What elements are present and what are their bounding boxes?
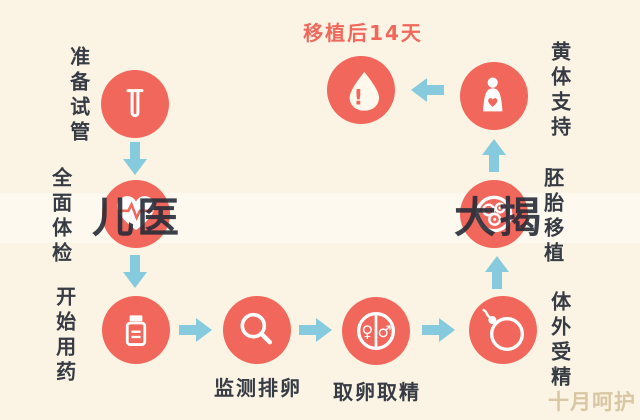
embryo-icon	[475, 195, 513, 233]
step-label-retrieval: 取卵取精	[333, 380, 421, 404]
watermark-fragment-right: 大揭	[454, 193, 545, 242]
step-circle-start-medication	[102, 296, 170, 364]
step-circle-luteal-support	[460, 62, 528, 130]
gender-symbols-icon: ♀ ♂	[357, 312, 395, 350]
heart-ekg-icon	[117, 196, 155, 230]
arrow-left-icon	[410, 77, 444, 103]
medicine-bottle-icon	[125, 315, 147, 346]
step-circle-retrieval: ♀ ♂	[342, 297, 410, 365]
arrow-up-icon	[481, 138, 507, 172]
step-circle-ivf	[469, 296, 537, 364]
watermark-fragment-left: 儿医	[92, 193, 183, 242]
test-tube-icon	[126, 89, 144, 118]
step-label-physical-exam: 全面体检	[48, 167, 73, 267]
step-label-start-medication: 开始用药	[52, 286, 77, 386]
step-circle-monitor-ovulation	[223, 296, 291, 364]
arrow-right-icon	[179, 317, 213, 343]
step-label-embryo-transfer: 胚胎移植	[540, 167, 565, 267]
step-circle-prepare-tube	[101, 70, 169, 138]
step-label-ivf: 体外受精	[547, 291, 572, 391]
step-label-monitor-ovulation: 监测排卵	[214, 376, 302, 400]
arrow-up-icon	[484, 255, 510, 289]
magnifier-icon	[240, 312, 273, 345]
step-circle-embryo-transfer	[460, 180, 528, 248]
watermark-logo: 十月呵护	[548, 390, 636, 414]
svg-text:♂: ♂	[377, 322, 391, 341]
arrow-down-icon	[122, 142, 148, 176]
arrow-right-icon	[299, 317, 333, 343]
step-label-14-days-after-transfer: 移植后14天	[303, 21, 423, 45]
pregnant-woman-icon	[483, 77, 503, 112]
step-label-luteal-support: 黄体支持	[547, 41, 572, 141]
arrow-right-icon	[422, 317, 456, 343]
step-circle-physical-exam	[102, 180, 170, 248]
arrow-down-icon	[122, 255, 148, 289]
svg-text:!: !	[353, 86, 363, 111]
svg-text:♀: ♀	[361, 322, 373, 341]
blood-drop-icon: !	[349, 72, 379, 111]
step-circle-14-days-after-transfer: !	[327, 56, 395, 124]
fertilization-icon	[482, 308, 524, 351]
step-label-prepare-tube: 准备试管	[66, 46, 91, 146]
